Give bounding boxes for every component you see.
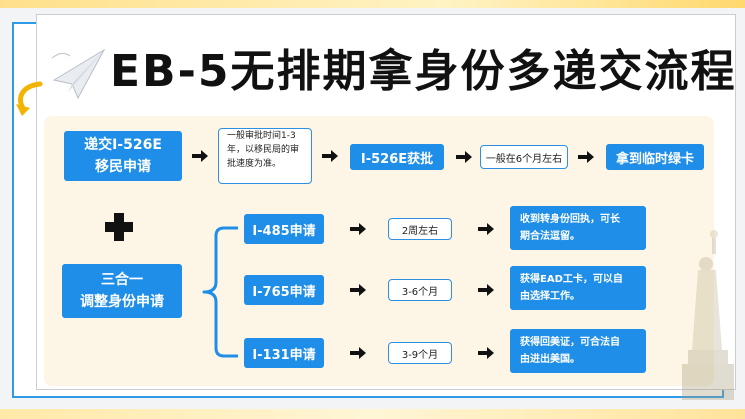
i131-result-line1: 获得回美证，可合法自 (520, 337, 620, 348)
arrow-right-icon (456, 151, 472, 163)
i485-time-note: 2周左右 (388, 218, 452, 240)
i765-label: I-765申请 (252, 284, 316, 300)
arrow-right-icon (350, 347, 366, 359)
arrow-right-icon (478, 347, 494, 359)
i526e-approved-label: I-526E获批 (360, 151, 434, 167)
approval-note-line2: 年，以移民局的审 (227, 145, 300, 155)
i131-result-line2: 由进出美国。 (520, 354, 580, 365)
arrow-right-icon (478, 284, 494, 296)
curved-arrow-icon (16, 81, 43, 116)
arrow-right-icon (578, 151, 594, 163)
arrow-right-icon (350, 223, 366, 235)
i131-label: I-131申请 (252, 347, 316, 363)
i485-result-line1: 收到转身份回执，可长 (520, 214, 620, 225)
i765-time-label: 3-6个月 (401, 286, 439, 298)
i526e-approved-box: I-526E获批 (350, 144, 444, 170)
arrow-right-icon (322, 150, 338, 162)
approval-time-note: 一般审批时间1-3 年，以移民局的审 批速度为准。 (218, 128, 312, 184)
i765-result-line1: 获得EAD工卡，可以自 (520, 274, 623, 285)
i131-box: I-131申请 (244, 338, 324, 368)
i131-time-note: 3-9个月 (388, 342, 452, 364)
i765-result-box: 获得EAD工卡，可以自 由选择工作。 (510, 266, 646, 310)
i485-label: I-485申请 (252, 223, 316, 239)
arrow-right-icon (350, 284, 366, 296)
i131-result-box: 获得回美证，可合法自 由进出美国。 (510, 329, 646, 373)
top-stripe (0, 0, 745, 8)
arrow-right-icon (478, 223, 494, 235)
i765-result-line2: 由选择工作。 (520, 291, 580, 302)
adjust-status-line2: 调整身份申请 (80, 294, 164, 310)
submit-i526e-box: 递交I-526E 移民申请 (64, 131, 182, 181)
adjust-status-line1: 三合一 (101, 272, 143, 288)
i485-result-line2: 期合法逗留。 (520, 231, 580, 242)
i765-box: I-765申请 (244, 275, 324, 305)
six-months-label: 一般在6个月左右 (485, 153, 563, 165)
temp-greencard-box: 拿到临时绿卡 (606, 144, 704, 170)
bottom-stripe (0, 409, 745, 419)
six-months-note: 一般在6个月左右 (480, 145, 568, 169)
i131-time-label: 3-9个月 (401, 349, 439, 361)
statue-of-liberty-icon (682, 230, 734, 400)
temp-greencard-label: 拿到临时绿卡 (615, 151, 694, 167)
plus-icon (105, 213, 133, 241)
approval-note-line3: 批速度为准。 (227, 159, 282, 169)
paper-plane-icon (51, 48, 106, 100)
i485-time-label: 2周左右 (401, 225, 439, 237)
submit-i526e-line2: 移民申请 (95, 159, 151, 175)
i485-box: I-485申请 (244, 214, 324, 244)
i765-time-note: 3-6个月 (388, 279, 452, 301)
adjust-status-box: 三合一 调整身份申请 (62, 264, 182, 318)
page-title: EB-5无排期拿身份多递交流程 (110, 46, 737, 97)
brace-icon (202, 226, 238, 358)
i485-result-box: 收到转身份回执，可长 期合法逗留。 (510, 206, 646, 250)
arrow-right-icon (192, 150, 208, 162)
approval-note-line1: 一般审批时间1-3 (227, 131, 296, 141)
submit-i526e-line1: 递交I-526E (84, 137, 162, 153)
